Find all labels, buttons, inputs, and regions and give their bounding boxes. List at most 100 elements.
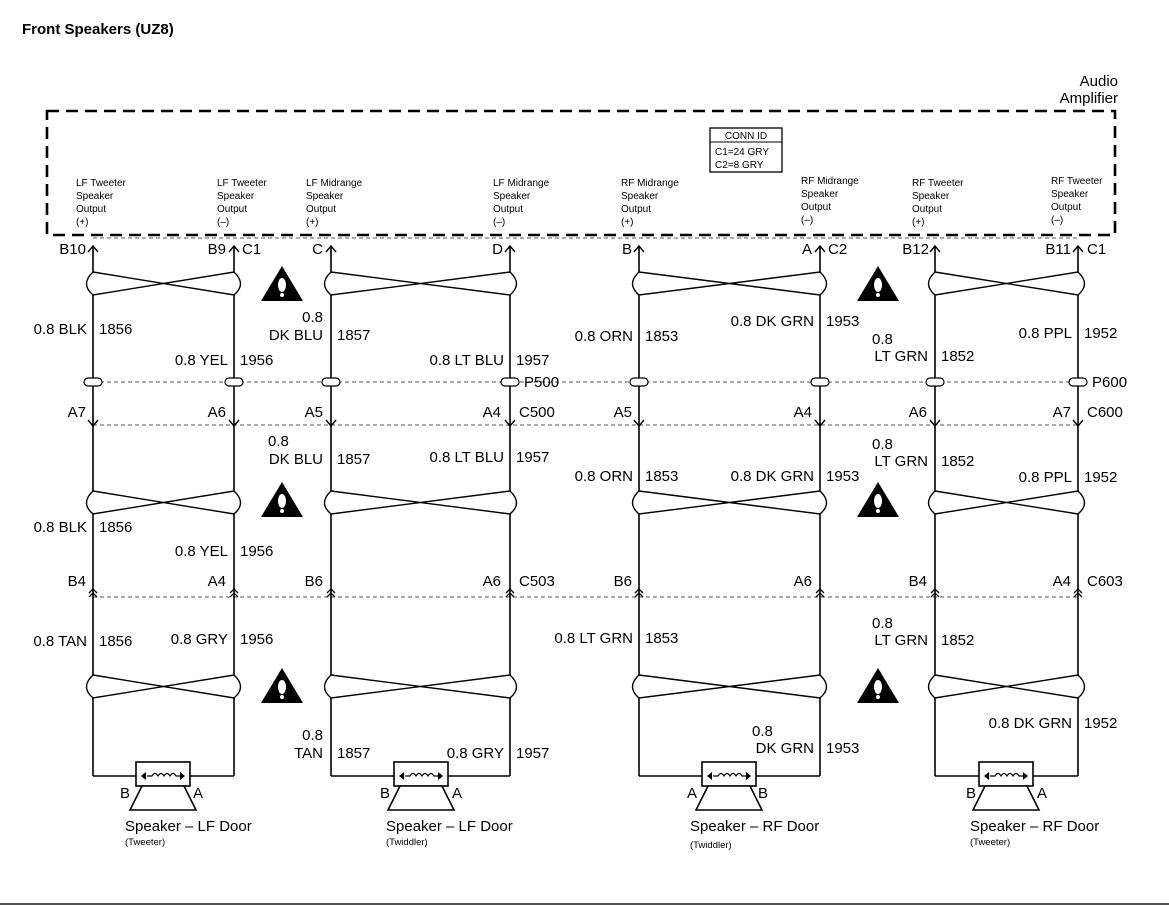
svg-text:(+): (+) <box>912 217 925 228</box>
wire-circuit: 1956 <box>240 352 273 369</box>
svg-text:LF Tweeter: LF Tweeter <box>76 178 127 189</box>
splice-label-p600: P600 <box>1092 374 1127 391</box>
svg-text:Output: Output <box>801 202 831 213</box>
output-label: RF Midrange Speaker Output (–) <box>801 176 859 226</box>
wire-color-line2: TAN <box>294 745 323 762</box>
twisted-pair-symbol <box>631 271 828 699</box>
wire-circuit: 1952 <box>1084 325 1117 342</box>
wire-color-line1: 0.8 <box>752 723 773 740</box>
svg-text:Speaker: Speaker <box>493 191 531 202</box>
wire-circuit: 1856 <box>99 633 132 650</box>
output-label: LF Tweeter Speaker Output (+) <box>76 178 127 228</box>
speaker-type: (Tweeter) <box>125 837 165 848</box>
wire-circuit: 1957 <box>516 449 549 466</box>
speaker-pin-label: A <box>193 785 203 802</box>
connector-label-c503: C503 <box>519 573 555 590</box>
connector-label-c2: C2 <box>828 241 847 258</box>
c503-c603-chevrons <box>88 588 1083 598</box>
wire-color-line2: LT GRN <box>874 348 928 365</box>
warning-triangle-icon <box>261 482 303 517</box>
bottom-divider <box>0 903 1169 905</box>
pin-label: B4 <box>909 573 927 590</box>
wire-color: 0.8 ORN <box>575 328 633 345</box>
wire-color-line2: DK BLU <box>269 327 323 344</box>
svg-text:Output: Output <box>912 204 942 215</box>
wire-color: 0.8 LT BLU <box>430 352 505 369</box>
speaker-pin-label: B <box>966 785 976 802</box>
pin-label: A7 <box>68 404 86 421</box>
svg-text:LF Midrange: LF Midrange <box>306 178 363 189</box>
wire-color: 0.8 LT BLU <box>430 449 505 466</box>
wire-color: 0.8 GRY <box>171 631 228 648</box>
svg-text:RF Midrange: RF Midrange <box>801 176 859 187</box>
wire-circuit: 1853 <box>645 630 678 647</box>
speaker-type: (Twiddler) <box>386 837 428 848</box>
conn-id-line1: C1=24 GRY <box>715 147 769 158</box>
wire-color-line2: LT GRN <box>874 453 928 470</box>
svg-text:Speaker: Speaker <box>217 191 255 202</box>
wire-circuit: 1952 <box>1084 469 1117 486</box>
svg-text:(+): (+) <box>306 217 319 228</box>
connector-label-c1-right: C1 <box>1087 241 1106 258</box>
c500-c600-chevrons <box>87 419 1084 428</box>
wire-circuit: 1952 <box>1084 715 1117 732</box>
wire-lines <box>92 246 1079 777</box>
svg-text:(+): (+) <box>621 217 634 228</box>
wire-color: 0.8 ORN <box>575 468 633 485</box>
svg-text:RF Tweeter: RF Tweeter <box>912 178 964 189</box>
connector-label-c600: C600 <box>1087 404 1123 421</box>
wire-circuit: 1953 <box>826 740 859 757</box>
speaker-pin-label: B <box>120 785 130 802</box>
speaker-pin-label: A <box>687 785 697 802</box>
svg-text:Output: Output <box>217 204 247 215</box>
speaker-pin-label: B <box>380 785 390 802</box>
pin-label: A6 <box>909 404 927 421</box>
pin-label: A7 <box>1053 404 1071 421</box>
wire-color: 0.8 DK GRN <box>731 313 814 330</box>
svg-text:Output: Output <box>76 204 106 215</box>
wire-color: 0.8 PPL <box>1019 469 1072 486</box>
wire-circuit: 1853 <box>645 468 678 485</box>
splice-label-p500: P500 <box>524 374 559 391</box>
svg-text:Speaker: Speaker <box>801 189 839 200</box>
wire-circuit: 1956 <box>240 543 273 560</box>
pin-label: B6 <box>305 573 323 590</box>
wire-circuit: 1953 <box>826 313 859 330</box>
wire-color: 0.8 PPL <box>1019 325 1072 342</box>
connector-label-c1: C1 <box>242 241 261 258</box>
diagram-title: Front Speakers (UZ8) <box>22 21 174 38</box>
wire-circuit: 1852 <box>941 632 974 649</box>
pin-label: A4 <box>208 573 226 590</box>
pin-label: B6 <box>614 573 632 590</box>
output-label: RF Tweeter Speaker Output (+) <box>912 178 964 228</box>
svg-text:Output: Output <box>306 204 336 215</box>
wire-circuit: 1853 <box>645 328 678 345</box>
speaker-type: (Twiddler) <box>690 840 732 851</box>
speaker-pin-label: A <box>452 785 462 802</box>
wire-color-line1: 0.8 <box>302 309 323 326</box>
pin-label: A <box>802 241 812 258</box>
twisted-pair-symbol <box>85 271 242 699</box>
wire-color-line1: 0.8 <box>872 331 893 348</box>
svg-text:Speaker: Speaker <box>1051 189 1089 200</box>
conn-id-box: CONN ID C1=24 GRY C2=8 GRY <box>709 127 783 173</box>
wire-circuit: 1857 <box>337 745 370 762</box>
wire-color: 0.8 DK GRN <box>731 468 814 485</box>
wire-color: 0.8 BLK <box>34 519 87 536</box>
speaker-icon <box>128 761 198 811</box>
speaker-name: Speaker – RF Door <box>690 818 819 835</box>
amplifier-label-line2: Amplifier <box>1060 90 1118 107</box>
svg-text:(–): (–) <box>493 217 505 228</box>
pin-label: B11 <box>1045 241 1071 258</box>
svg-text:LF Midrange: LF Midrange <box>493 178 550 189</box>
wire-color: 0.8 BLK <box>34 321 87 338</box>
pin-label: B10 <box>59 241 86 258</box>
pin-label: B9 <box>208 241 226 258</box>
warning-triangle-icon <box>857 266 899 301</box>
pin-label: A4 <box>794 404 812 421</box>
speaker-name: Speaker – LF Door <box>386 818 513 835</box>
amplifier-label-line1: Audio <box>1080 73 1118 90</box>
conn-id-line2: C2=8 GRY <box>715 160 764 171</box>
speaker-pin-label: B <box>758 785 768 802</box>
